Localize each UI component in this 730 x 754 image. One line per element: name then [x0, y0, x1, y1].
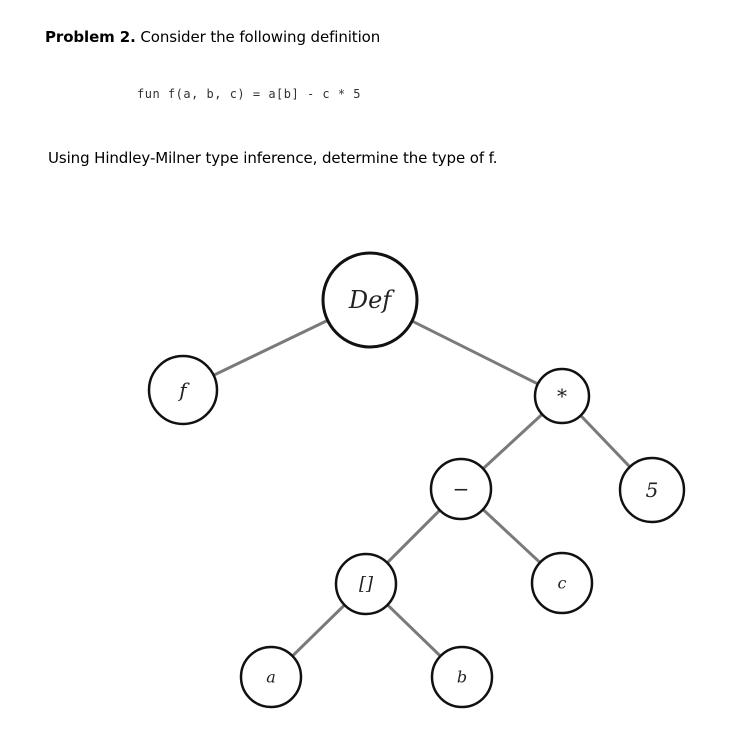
node-label-five: 5	[646, 478, 659, 502]
question-text: Using Hindley-Milner type inference, det…	[48, 149, 498, 167]
node-circle-b	[430, 645, 494, 709]
node-circle-def	[321, 251, 419, 349]
node-circle-index	[334, 552, 398, 616]
tree-nodes: Def f * − 5 [] c a b	[147, 251, 686, 709]
node-circle-five	[618, 456, 686, 524]
node-label-def: Def	[348, 286, 395, 314]
tree-node-index: []	[334, 552, 398, 616]
tree-node-b: b	[430, 645, 494, 709]
node-label-minus: −	[453, 477, 470, 501]
tree-node-f: f	[147, 354, 219, 426]
tree-node-a: a	[239, 645, 303, 709]
node-circle-c	[530, 551, 594, 615]
tree-node-times: *	[533, 367, 591, 425]
node-label-a: a	[266, 668, 276, 687]
node-label-b: b	[457, 668, 467, 687]
tree-edges	[182, 298, 654, 679]
tree-node-five: 5	[618, 456, 686, 524]
node-label-c: c	[558, 574, 567, 593]
tree-node-def: Def	[321, 251, 419, 349]
problem-number: Problem 2.	[45, 28, 136, 46]
tree-node-c: c	[530, 551, 594, 615]
tree-node-minus: −	[429, 457, 493, 521]
problem-intro: Consider the following definition	[140, 28, 381, 46]
node-label-times: *	[557, 384, 567, 408]
node-circle-a	[239, 645, 303, 709]
problem-heading: Problem 2. Consider the following defini…	[45, 28, 380, 46]
node-circle-f	[147, 354, 219, 426]
node-circle-minus	[429, 457, 493, 521]
node-circle-times	[533, 367, 591, 425]
node-label-index: []	[359, 574, 374, 595]
code-definition: fun f(a, b, c) = a[b] - c * 5	[137, 87, 362, 101]
